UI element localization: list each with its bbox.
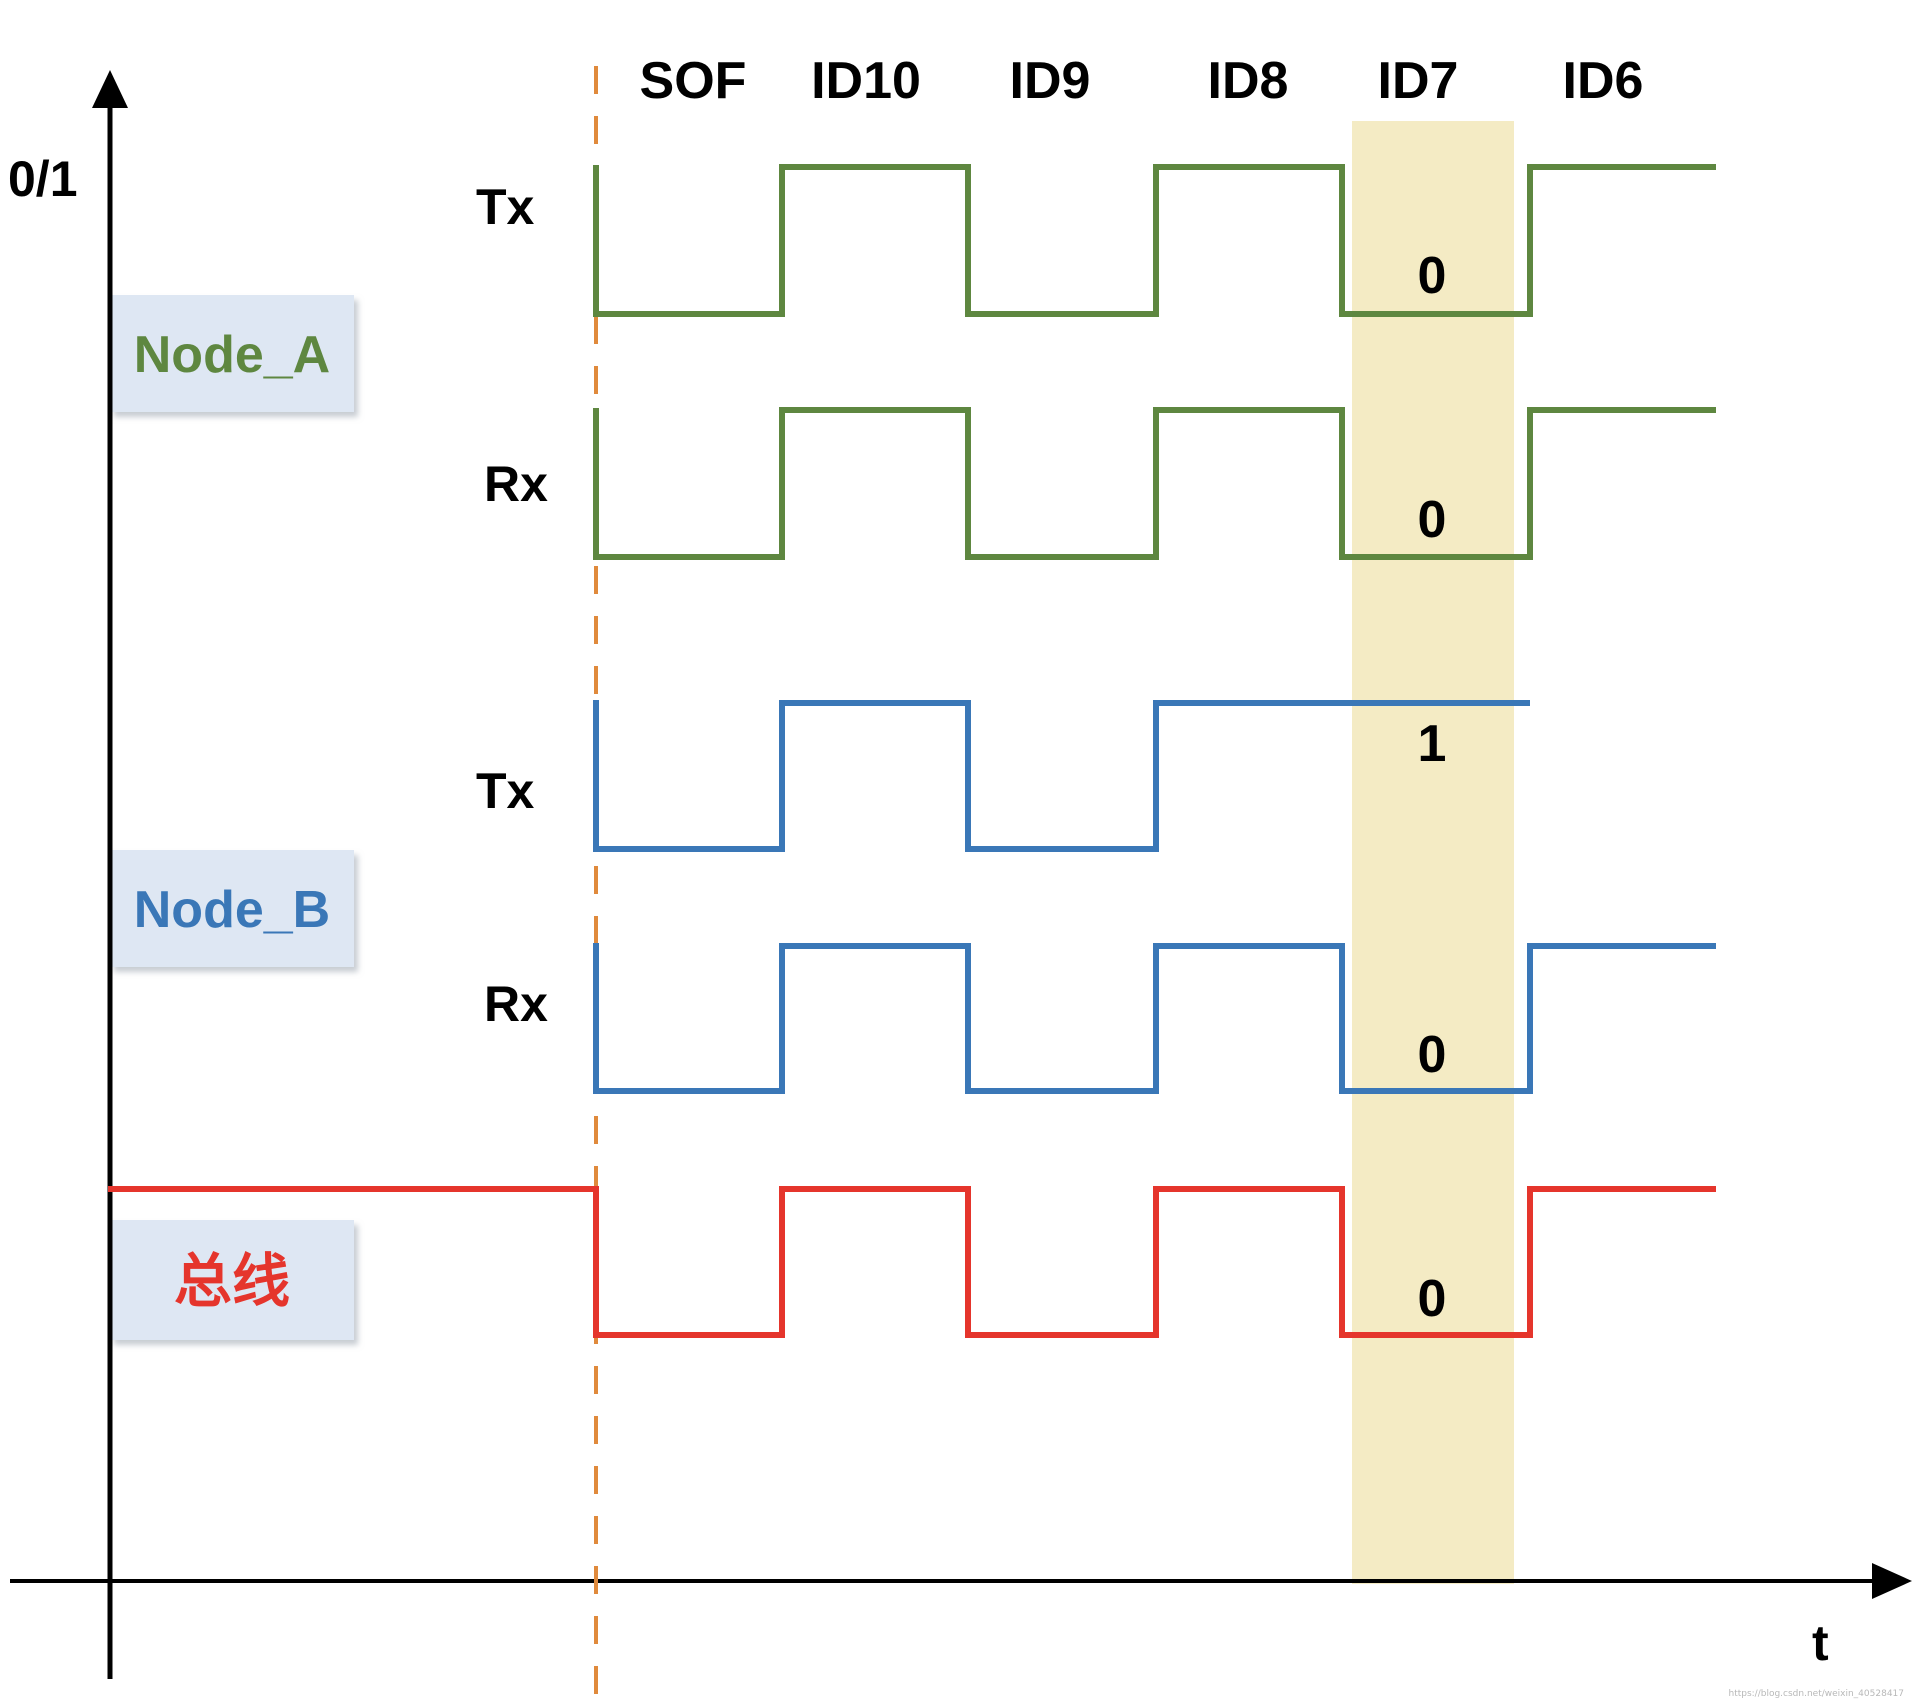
id7-highlight-column — [1352, 121, 1514, 1584]
waveform-b-rx — [593, 943, 1716, 1094]
axes: 0/1 t — [8, 70, 1912, 1679]
y-axis-arrow — [92, 70, 128, 108]
bit-label-id9: ID9 — [1010, 52, 1091, 110]
bit-label-id8: ID8 — [1208, 52, 1289, 110]
signal-labels: Tx Rx Tx Rx — [476, 179, 548, 1032]
bus-box — [110, 1220, 354, 1340]
node-b-label: Node_B — [134, 881, 330, 939]
waveforms — [108, 164, 1716, 1338]
node-a-rx-label: Rx — [484, 456, 548, 512]
node-a-rx-id7-value: 0 — [1418, 491, 1447, 549]
bit-labels: SOF ID10 ID9 ID8 ID7 ID6 — [640, 52, 1644, 110]
node-label-boxes — [110, 295, 354, 1340]
x-axis-arrow — [1872, 1563, 1912, 1599]
waveform-bus — [108, 1186, 1716, 1338]
y-axis-label: 0/1 — [8, 151, 78, 207]
bit-label-id7: ID7 — [1378, 52, 1459, 110]
bit-label-id6: ID6 — [1563, 52, 1644, 110]
waveform-a-rx — [593, 407, 1716, 560]
node-b-tx-id7-value: 1 — [1418, 715, 1447, 773]
bit-label-id10: ID10 — [811, 52, 921, 110]
node-b-tx-label: Tx — [476, 763, 535, 819]
bus-label: 总线 — [174, 1249, 290, 1314]
node-a-tx-label: Tx — [476, 179, 535, 235]
node-a-box — [110, 295, 354, 412]
bus-id7-value: 0 — [1418, 1270, 1447, 1328]
id7-values: 0 0 1 0 0 — [1418, 247, 1447, 1328]
waveform-a-tx — [593, 164, 1716, 317]
node-b-rx-id7-value: 0 — [1418, 1026, 1447, 1084]
node-b-rx-label: Rx — [484, 976, 548, 1032]
node-b-box — [110, 850, 354, 967]
bit-label-sof: SOF — [640, 52, 747, 110]
watermark: https://blog.csdn.net/weixin_40528417 — [1728, 1689, 1904, 1699]
node-names: Node_A Node_B 总线 — [134, 326, 330, 1314]
waveform-b-tx — [593, 700, 1530, 852]
x-axis-label: t — [1812, 1615, 1829, 1671]
node-a-tx-id7-value: 0 — [1418, 247, 1447, 305]
node-a-label: Node_A — [134, 326, 330, 384]
